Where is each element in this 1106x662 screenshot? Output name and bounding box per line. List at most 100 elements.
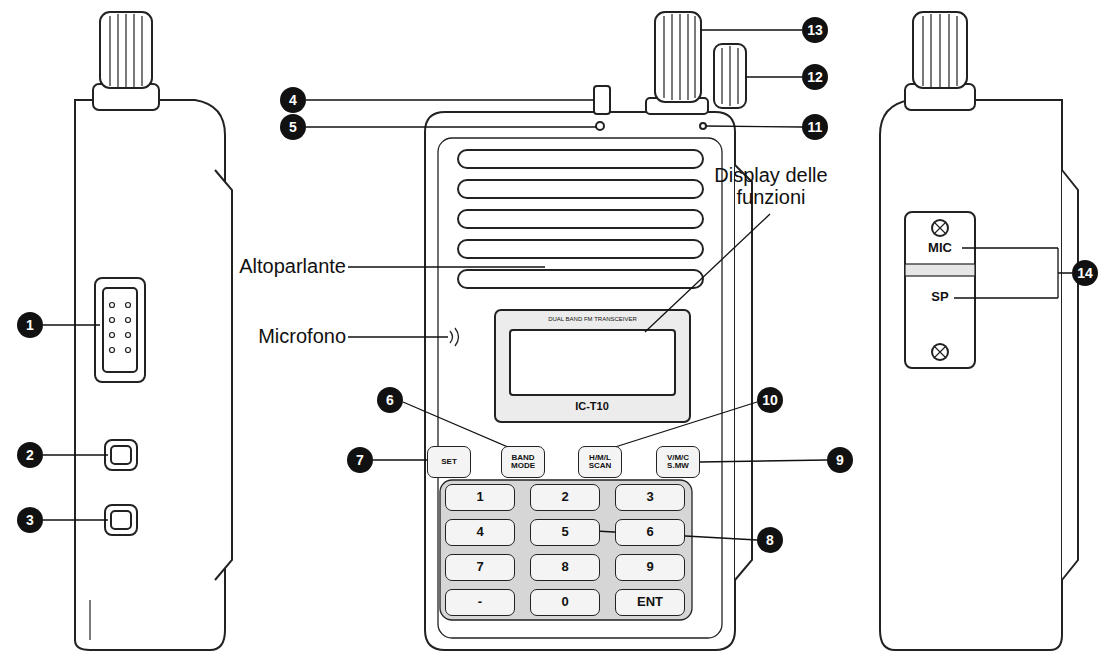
keypad-key: 6 bbox=[615, 519, 685, 546]
leader-line bbox=[403, 402, 510, 448]
jack-label: MIC bbox=[912, 241, 968, 255]
radio-body bbox=[880, 100, 1062, 650]
leader-line bbox=[373, 459, 428, 460]
small-hole bbox=[700, 123, 706, 129]
keypad-key: 0 bbox=[530, 589, 600, 616]
bracket bbox=[954, 248, 1072, 298]
dot bbox=[126, 333, 131, 338]
display-bezel bbox=[495, 310, 690, 422]
keypad-key: - bbox=[445, 589, 515, 616]
key-label: 9 bbox=[620, 560, 680, 574]
key-label: H/M/L SCAN bbox=[583, 454, 617, 471]
keypad-key: 3 bbox=[615, 484, 685, 511]
dot bbox=[126, 348, 131, 353]
belt-clip bbox=[1062, 170, 1078, 580]
keypad-key: 4 bbox=[445, 519, 515, 546]
screw-slot bbox=[934, 346, 946, 358]
knob-ridges bbox=[722, 46, 738, 106]
function-key: V/M/C S.MW bbox=[656, 446, 700, 478]
leader-line bbox=[43, 324, 100, 325]
callout-number: 12 bbox=[802, 64, 828, 90]
main-knob bbox=[655, 12, 701, 102]
callout-number: 4 bbox=[280, 87, 306, 113]
cover-divider bbox=[905, 264, 975, 276]
callout-number: 5 bbox=[280, 114, 306, 140]
front-panel bbox=[438, 138, 722, 638]
led-indicator bbox=[596, 122, 604, 130]
screw-slot bbox=[934, 222, 946, 234]
leader-line bbox=[306, 126, 596, 127]
radio-body bbox=[425, 112, 735, 650]
callout-number: 13 bbox=[802, 17, 828, 43]
leader-line bbox=[43, 454, 108, 455]
key-label: 5 bbox=[535, 525, 595, 539]
leader-lines bbox=[43, 30, 1072, 540]
leader-line bbox=[746, 76, 802, 77]
left-side-view bbox=[75, 12, 232, 650]
callout-number: 10 bbox=[757, 387, 783, 413]
leader-line bbox=[43, 519, 108, 520]
key-label: - bbox=[450, 595, 510, 609]
side-button bbox=[105, 505, 137, 535]
belt-clip bbox=[215, 170, 232, 580]
antenna-connector bbox=[594, 86, 610, 114]
speaker-slot bbox=[458, 180, 703, 198]
dot bbox=[110, 348, 115, 353]
keypad-key: 2 bbox=[530, 484, 600, 511]
model-name: IC-T10 bbox=[542, 400, 642, 412]
part-label: Altoparlante bbox=[200, 255, 346, 277]
key-label: V/M/C S.MW bbox=[661, 454, 695, 471]
leader-line bbox=[348, 266, 545, 267]
part-label: Display delle funzioni bbox=[712, 164, 830, 208]
right-side-view bbox=[880, 12, 1078, 650]
callout-number: 7 bbox=[347, 447, 373, 473]
dot bbox=[126, 318, 131, 323]
display bbox=[510, 330, 675, 395]
key-label: ENT bbox=[620, 595, 680, 609]
keypad-key: 1 bbox=[445, 484, 515, 511]
function-key: SET bbox=[427, 446, 471, 478]
speaker-slot bbox=[458, 210, 703, 228]
keypad-panel bbox=[440, 480, 692, 620]
part-label: Microfono bbox=[200, 325, 346, 347]
jack-label: SP bbox=[912, 290, 968, 304]
key-label: 6 bbox=[620, 525, 680, 539]
callout-number: 1 bbox=[17, 312, 43, 338]
key-label: SET bbox=[432, 458, 466, 466]
jack-cover bbox=[905, 212, 975, 368]
panel-print: DUAL BAND FM TRANSCEIVER bbox=[510, 316, 675, 323]
knob-ridges bbox=[664, 14, 695, 100]
ptt-frame bbox=[95, 278, 145, 382]
key-label: 7 bbox=[450, 560, 510, 574]
keypad-key: ENT bbox=[615, 589, 685, 616]
speaker-slot bbox=[458, 150, 703, 168]
microphone-hole bbox=[450, 328, 459, 346]
radio-body bbox=[75, 100, 225, 650]
key-label: 8 bbox=[535, 560, 595, 574]
leader-line bbox=[700, 460, 827, 462]
side-button-cap bbox=[111, 446, 131, 464]
small-knob bbox=[714, 44, 746, 108]
body-seam bbox=[89, 600, 90, 640]
callout-number: 8 bbox=[757, 527, 783, 553]
ptt-switch bbox=[103, 288, 137, 372]
leader-line bbox=[645, 214, 770, 332]
leader-line bbox=[701, 29, 802, 30]
dot bbox=[110, 333, 115, 338]
speaker-slot bbox=[458, 240, 703, 258]
callout-number: 3 bbox=[17, 507, 43, 533]
callout-number: 14 bbox=[1072, 260, 1098, 286]
belt-clip bbox=[735, 165, 752, 580]
callout-number: 11 bbox=[802, 114, 828, 140]
leader-line bbox=[306, 99, 594, 100]
keypad-key: 7 bbox=[445, 554, 515, 581]
speaker-slot bbox=[458, 270, 703, 288]
callout-number: 2 bbox=[17, 442, 43, 468]
side-button-cap bbox=[111, 511, 131, 529]
key-label: 3 bbox=[620, 490, 680, 504]
key-label: 1 bbox=[450, 490, 510, 504]
keypad-key: 8 bbox=[530, 554, 600, 581]
knob bbox=[913, 12, 967, 88]
leader-line bbox=[612, 402, 757, 448]
